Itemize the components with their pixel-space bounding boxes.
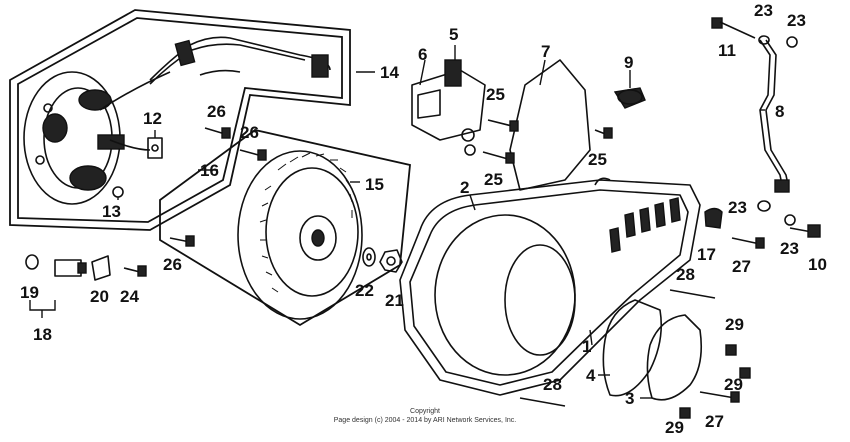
callout-bracket-18 xyxy=(29,300,56,318)
bolt-27-b[interactable] xyxy=(699,391,740,403)
bolt-10[interactable] xyxy=(789,224,821,238)
copyright-line1: Copyright xyxy=(410,408,440,415)
callout-29a[interactable]: 29 xyxy=(725,315,744,334)
callout-28a[interactable]: 28 xyxy=(676,265,695,284)
callout-6[interactable]: 6 xyxy=(418,45,427,64)
callout-19[interactable]: 19 xyxy=(20,283,39,302)
washer-23-c[interactable] xyxy=(757,200,771,212)
bolt-25-c[interactable] xyxy=(594,127,613,139)
clip[interactable] xyxy=(613,87,646,109)
sensor[interactable] xyxy=(54,259,87,277)
callout-25b[interactable]: 25 xyxy=(588,150,607,169)
callout-26b[interactable]: 26 xyxy=(240,123,259,142)
callout-28b[interactable]: 28 xyxy=(543,375,562,394)
banjo-bolt[interactable] xyxy=(711,17,756,39)
callout-27b[interactable]: 27 xyxy=(705,412,724,431)
clamp[interactable] xyxy=(704,207,723,229)
callout-29c[interactable]: 29 xyxy=(665,418,684,437)
bolt-27-a[interactable] xyxy=(731,237,765,249)
grommet[interactable] xyxy=(112,186,124,198)
callout-3[interactable]: 3 xyxy=(625,389,634,408)
gasket[interactable] xyxy=(602,299,663,397)
callout-17[interactable]: 17 xyxy=(697,245,716,264)
callout-16[interactable]: 16 xyxy=(200,161,219,180)
callout-29b[interactable]: 29 xyxy=(724,375,743,394)
callout-26c[interactable]: 26 xyxy=(163,255,182,274)
washer-23-b[interactable] xyxy=(786,36,798,48)
callout-23d[interactable]: 23 xyxy=(780,239,799,258)
callout-4[interactable]: 4 xyxy=(586,366,596,385)
callout-1[interactable]: 1 xyxy=(582,337,591,356)
callout-27a[interactable]: 27 xyxy=(732,257,751,276)
callout-24[interactable]: 24 xyxy=(120,287,139,306)
bolt-26-b[interactable] xyxy=(239,149,267,161)
bolt-26-c[interactable] xyxy=(169,235,195,247)
stud-28-a[interactable] xyxy=(669,289,716,299)
stud-28-b[interactable] xyxy=(519,397,566,407)
crankcase-cover[interactable] xyxy=(399,177,701,396)
callout-10[interactable]: 10 xyxy=(808,255,827,274)
o-ring[interactable] xyxy=(25,254,39,270)
bracket[interactable] xyxy=(91,255,111,281)
leader-lines xyxy=(117,45,765,399)
bolt-25-a[interactable] xyxy=(487,119,519,132)
stator-assembly[interactable] xyxy=(23,71,171,205)
screw-29-a[interactable] xyxy=(725,344,737,356)
callout-26a[interactable]: 26 xyxy=(207,102,226,121)
callout-15[interactable]: 15 xyxy=(365,175,384,194)
callout-11[interactable]: 11 xyxy=(718,41,736,60)
flywheel[interactable] xyxy=(237,150,363,320)
bolt-25-b[interactable] xyxy=(482,151,515,164)
stator-box-inner xyxy=(17,17,343,223)
screw-29-c[interactable] xyxy=(679,407,691,419)
ignition-cover[interactable] xyxy=(509,59,591,191)
callout-5[interactable]: 5 xyxy=(449,25,458,44)
washer-23-a[interactable] xyxy=(758,35,770,45)
callout-7[interactable]: 7 xyxy=(541,42,550,61)
washer-23-d[interactable] xyxy=(784,214,796,226)
callout-12[interactable]: 12 xyxy=(143,109,162,128)
callout-23a[interactable]: 23 xyxy=(754,1,773,20)
copyright-line2: Page design (c) 2004 - 2014 by ARI Netwo… xyxy=(334,417,517,424)
nut[interactable] xyxy=(379,249,403,273)
callout-13[interactable]: 13 xyxy=(102,202,121,221)
callout-23b[interactable]: 23 xyxy=(787,11,806,30)
callout-25a[interactable]: 25 xyxy=(486,85,505,104)
bolt-24[interactable] xyxy=(123,265,147,277)
callout-25c[interactable]: 25 xyxy=(484,170,503,189)
stator-box xyxy=(9,9,351,231)
ignition-unit[interactable] xyxy=(411,59,486,156)
pulser-coil[interactable] xyxy=(147,137,163,159)
callout-18[interactable]: 18 xyxy=(33,325,52,344)
callout-21[interactable]: 21 xyxy=(385,291,404,310)
bolt-26-a[interactable] xyxy=(204,127,231,139)
washer[interactable] xyxy=(362,247,376,267)
wire-harness[interactable] xyxy=(149,36,331,85)
callout-8[interactable]: 8 xyxy=(775,102,784,121)
callout-22[interactable]: 22 xyxy=(355,281,374,300)
callout-labels: 1 2 3 4 5 6 7 8 9 10 11 12 13 14 15 16 1… xyxy=(20,1,827,437)
callout-9[interactable]: 9 xyxy=(624,53,633,72)
callout-14[interactable]: 14 xyxy=(380,63,399,82)
callout-2[interactable]: 2 xyxy=(460,178,469,197)
callout-23c[interactable]: 23 xyxy=(728,198,747,217)
small-cover[interactable] xyxy=(646,314,703,401)
callout-20[interactable]: 20 xyxy=(90,287,109,306)
screw-29-b[interactable] xyxy=(739,367,751,379)
